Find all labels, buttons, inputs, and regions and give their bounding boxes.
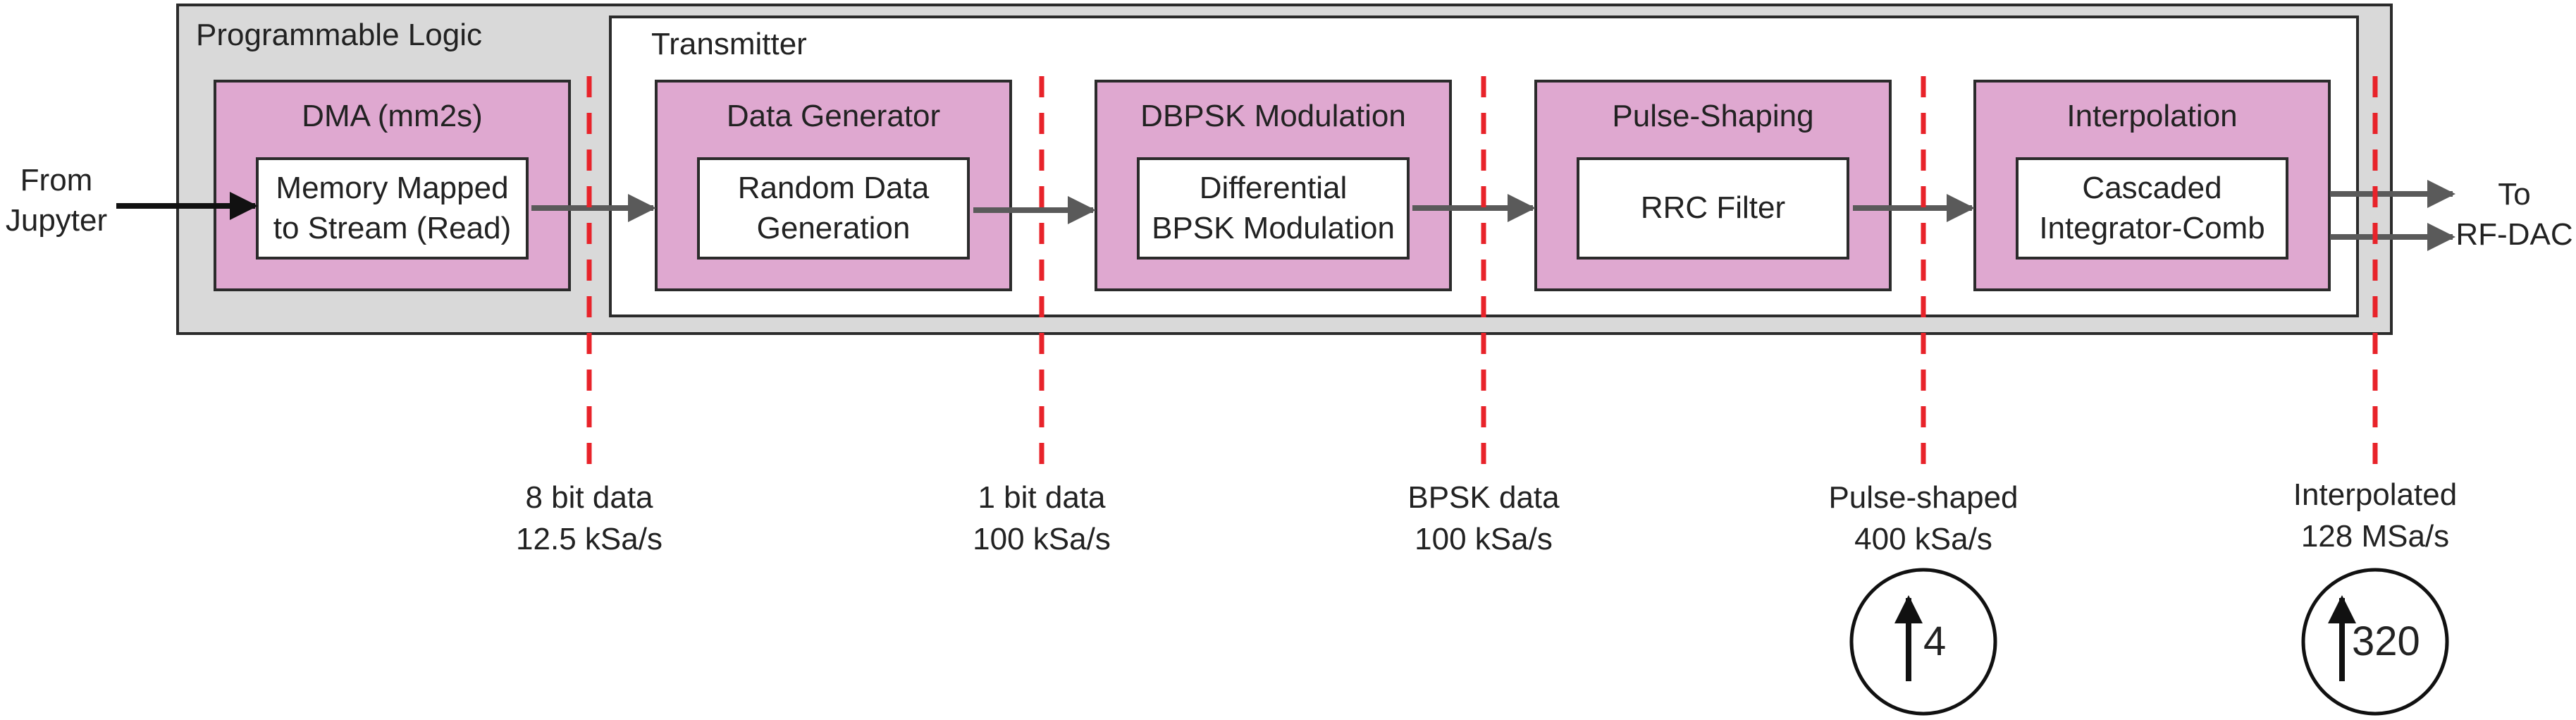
- cascaded-integrator-comb-box: Cascaded Integrator-Comb: [2016, 157, 2288, 260]
- to-rf-dac-label: To RF-DAC: [2455, 177, 2573, 252]
- from-jupyter-label: From Jupyter: [5, 163, 108, 238]
- pulse-shaping-block: Pulse-Shaping RRC Filter: [1534, 80, 1892, 291]
- dbpsk-modulation-block: DBPSK Modulation Differential BPSK Modul…: [1095, 80, 1452, 291]
- rrc-filter-box: RRC Filter: [1577, 157, 1849, 260]
- rate-label-3: BPSK data 100 kSa/s: [1407, 480, 1560, 557]
- pulse-shaping-block-title: Pulse-Shaping: [1612, 99, 1814, 133]
- transmitter-label: Transmitter: [651, 27, 807, 61]
- dbpsk-modulation-block-title: DBPSK Modulation: [1140, 99, 1406, 133]
- dma-block: DMA (mm2s) Memory Mapped to Stream (Read…: [214, 80, 571, 291]
- upsample-circle-4: [1849, 568, 1997, 716]
- dma-block-title: DMA (mm2s): [302, 99, 483, 133]
- data-generator-block: Data Generator Random Data Generation: [655, 80, 1012, 291]
- rate-label-4: Pulse-shaped 400 kSa/s: [1828, 480, 2019, 557]
- upsample-factor-4: 4: [1923, 618, 1947, 664]
- data-generator-block-title: Data Generator: [726, 99, 941, 133]
- programmable-logic-label: Programmable Logic: [196, 18, 482, 52]
- random-data-generation-box: Random Data Generation: [697, 157, 970, 260]
- rate-label-2: 1 bit data 100 kSa/s: [973, 480, 1111, 557]
- memory-mapped-to-stream-box: Memory Mapped to Stream (Read): [256, 157, 529, 260]
- interpolation-block-title: Interpolation: [2066, 99, 2238, 133]
- upsample-factor-320: 320: [2352, 618, 2420, 664]
- rate-label-5: Interpolated 128 MSa/s: [2293, 477, 2458, 554]
- differential-bpsk-modulation-box: Differential BPSK Modulation: [1137, 157, 1410, 260]
- interpolation-block: Interpolation Cascaded Integrator-Comb: [1973, 80, 2331, 291]
- rate-label-1: 8 bit data 12.5 kSa/s: [516, 480, 663, 557]
